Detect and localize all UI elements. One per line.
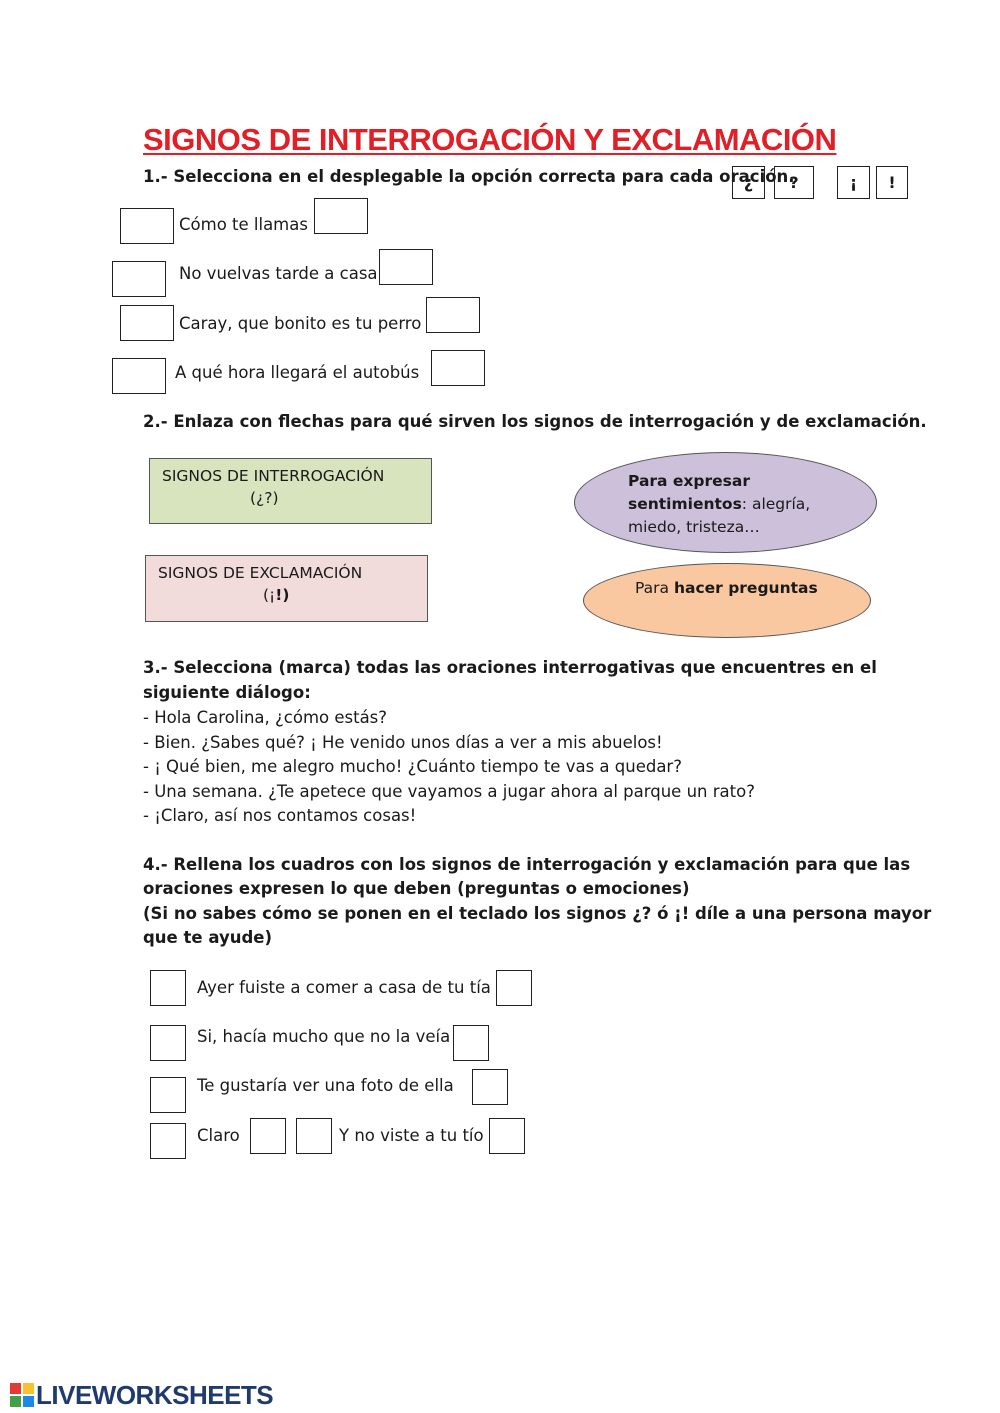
ex1-sentence-4: A qué hora llegará el autobús bbox=[175, 363, 420, 382]
box-exclamacion-line2-open: (¡ bbox=[263, 586, 276, 604]
ellipse-sentimientos-line3: miedo, tristeza… bbox=[628, 518, 760, 536]
ellipse-expresar-sentimientos[interactable]: Para expresar sentimientos: alegría, mie… bbox=[574, 452, 877, 553]
box-signos-interrogacion[interactable]: SIGNOS DE INTERROGACIÓN (¿?) bbox=[149, 458, 432, 524]
sign-option-open-question[interactable]: ¿ bbox=[732, 166, 765, 199]
ellipse-sentimientos-bold1: Para expresar bbox=[628, 472, 750, 490]
exercise-4-instruction-line3: (Si no sabes cómo se ponen en el teclado… bbox=[143, 904, 932, 923]
liveworksheets-logo-icon bbox=[10, 1383, 34, 1407]
dropdown-open-1[interactable] bbox=[120, 208, 174, 244]
sign-option-close-question[interactable]: ? bbox=[774, 166, 814, 199]
liveworksheets-logo: LIVEWORKSHEETS bbox=[10, 1380, 274, 1411]
input-close-1[interactable] bbox=[496, 970, 532, 1006]
dropdown-close-4[interactable] bbox=[431, 350, 485, 386]
dialogue-line[interactable]: - Una semana. ¿Te apetece que vayamos a … bbox=[143, 781, 755, 801]
exercise-4-instruction-line4: que te ayude) bbox=[143, 928, 272, 947]
input-close-2[interactable] bbox=[453, 1025, 489, 1061]
liveworksheets-brand: LIVEWORKSHEETS bbox=[36, 1380, 274, 1410]
input-open-3[interactable] bbox=[150, 1077, 186, 1113]
input-close-4[interactable] bbox=[250, 1118, 286, 1154]
box-exclamacion-line2-close: !) bbox=[275, 586, 290, 604]
ex4-sentence-3: Te gustaría ver una foto de ella bbox=[197, 1076, 454, 1095]
ellipse-sentimientos-text: Para expresar sentimientos: alegría, mie… bbox=[628, 470, 810, 539]
ex4-sentence-1: Ayer fuiste a comer a casa de tu tía bbox=[197, 978, 491, 997]
dialogue-list: - Hola Carolina, ¿cómo estás? - Bien. ¿S… bbox=[143, 706, 755, 829]
dropdown-open-2[interactable] bbox=[112, 261, 166, 297]
input-close-5[interactable] bbox=[489, 1118, 525, 1154]
exercise-4-instruction-line1: 4.- Rellena los cuadros con los signos d… bbox=[143, 855, 911, 874]
box-signos-exclamacion[interactable]: SIGNOS DE EXCLAMACIÓN (¡!) bbox=[145, 555, 428, 622]
ellipse-preguntas-bold: hacer preguntas bbox=[673, 579, 818, 597]
dropdown-open-4[interactable] bbox=[112, 358, 166, 394]
ex1-sentence-2: No vuelvas tarde a casa bbox=[179, 264, 378, 283]
input-open-4[interactable] bbox=[150, 1123, 186, 1159]
dialogue-line[interactable]: - Hola Carolina, ¿cómo estás? bbox=[143, 708, 388, 727]
dropdown-open-3[interactable] bbox=[120, 305, 174, 341]
ellipse-preguntas-text: Para hacer preguntas bbox=[635, 579, 818, 597]
ex4-sentence-4: Claro bbox=[197, 1126, 240, 1145]
exercise-2-instruction: 2.- Enlaza con flechas para qué sirven l… bbox=[143, 412, 927, 431]
ex4-sentence-2: Si, hacía mucho que no la veía bbox=[197, 1027, 451, 1046]
ex1-sentence-1: Cómo te llamas bbox=[179, 215, 308, 234]
exercise-3-instruction-line1: 3.- Selecciona (marca) todas las oracion… bbox=[143, 658, 877, 677]
ellipse-sentimientos-rest2: : alegría, bbox=[741, 495, 811, 513]
exercise-4-instruction-line2: oraciones expresen lo que deben (pregunt… bbox=[143, 879, 690, 898]
exercise-3-instruction-line2: siguiente diálogo: bbox=[143, 683, 311, 702]
ellipse-sentimientos-bold2: sentimientos bbox=[628, 495, 742, 513]
exercise-1-instruction: 1.- Selecciona en el desplegable la opci… bbox=[143, 167, 795, 186]
dialogue-line[interactable]: - ¡ Qué bien, me alegro mucho! ¿Cuánto t… bbox=[143, 757, 682, 776]
input-close-3[interactable] bbox=[472, 1069, 508, 1105]
box-exclamacion-line2: (¡!) bbox=[263, 586, 289, 604]
input-open-5[interactable] bbox=[296, 1118, 332, 1154]
box-interrogacion-line1: SIGNOS DE INTERROGACIÓN bbox=[162, 467, 385, 485]
sign-option-open-exclamation[interactable]: ¡ bbox=[837, 166, 870, 199]
box-interrogacion-line2: (¿?) bbox=[250, 489, 279, 507]
dropdown-close-3[interactable] bbox=[426, 297, 480, 333]
worksheet-title: SIGNOS DE INTERROGACIÓN Y EXCLAMACIÓN bbox=[143, 122, 837, 157]
ellipse-hacer-preguntas[interactable]: Para hacer preguntas bbox=[583, 563, 871, 638]
ex1-sentence-3: Caray, que bonito es tu perro bbox=[179, 314, 422, 333]
dialogue-line[interactable]: - ¡Claro, así nos contamos cosas! bbox=[143, 806, 417, 825]
ex4-sentence-5: Y no viste a tu tío bbox=[339, 1126, 484, 1145]
input-open-1[interactable] bbox=[150, 970, 186, 1006]
sign-option-close-exclamation[interactable]: ! bbox=[876, 166, 908, 199]
dropdown-close-2[interactable] bbox=[379, 249, 433, 285]
input-open-2[interactable] bbox=[150, 1025, 186, 1061]
ellipse-preguntas-plain: Para bbox=[635, 579, 674, 597]
dialogue-line[interactable]: - Bien. ¿Sabes qué? ¡ He venido unos día… bbox=[143, 732, 663, 752]
dropdown-close-1[interactable] bbox=[314, 198, 368, 234]
box-exclamacion-line1: SIGNOS DE EXCLAMACIÓN bbox=[158, 564, 363, 582]
